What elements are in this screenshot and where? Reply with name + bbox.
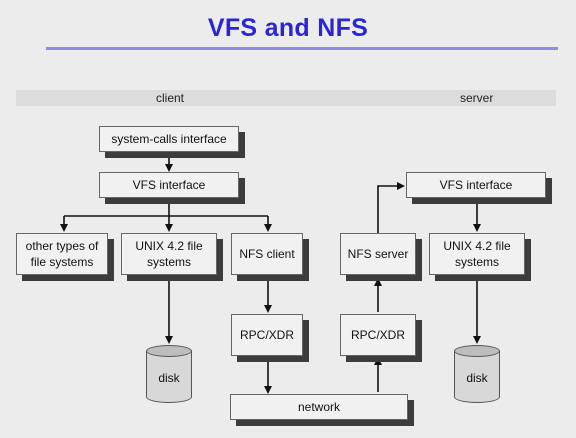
server-nfs-box: NFS server bbox=[340, 233, 416, 275]
title-rule bbox=[46, 47, 558, 50]
server-rpc-box: RPC/XDR bbox=[340, 314, 416, 356]
client-disk-icon: disk bbox=[146, 345, 192, 403]
client-unix-fs-box: UNIX 4.2 file systems bbox=[121, 233, 217, 275]
server-vfs-box: VFS interface bbox=[406, 172, 546, 198]
slide-title: VFS and NFS bbox=[207, 14, 369, 42]
server-unix-fs-box: UNIX 4.2 file systems bbox=[429, 233, 525, 275]
client-disk-label: disk bbox=[158, 371, 180, 385]
server-disk-icon: disk bbox=[454, 345, 500, 403]
client-rpc-box: RPC/XDR bbox=[231, 314, 303, 356]
client-nfs-box: NFS client bbox=[231, 233, 303, 275]
client-label: client bbox=[156, 91, 185, 105]
server-disk-label: disk bbox=[466, 371, 488, 385]
server-label: server bbox=[460, 91, 494, 105]
network-box: network bbox=[230, 394, 408, 420]
client-other-fs-box: other types of file systems bbox=[16, 233, 108, 275]
arrow-nfs-server-to-vfs bbox=[377, 182, 405, 233]
section-band bbox=[16, 90, 556, 106]
client-vfs-box: VFS interface bbox=[99, 172, 239, 198]
client-syscalls-box: system-calls interface bbox=[99, 126, 239, 152]
